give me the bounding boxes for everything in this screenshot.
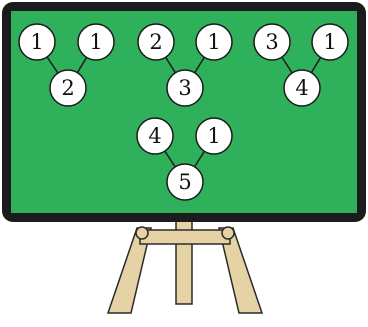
- tree-4-sum-value: 5: [178, 170, 191, 194]
- tree-1-left-value: 1: [30, 30, 43, 54]
- tree-3-right-value: 1: [323, 30, 336, 54]
- tree-1-sum-value: 2: [61, 76, 74, 100]
- easel: [108, 218, 262, 313]
- tree-2-left-value: 2: [149, 30, 162, 54]
- tree-4-left-value: 4: [148, 124, 161, 148]
- tree-2-sum-value: 3: [178, 76, 191, 100]
- easel-bolt-right: [222, 227, 234, 239]
- tree-3-left-value: 3: [265, 30, 278, 54]
- tree-3-sum-value: 4: [295, 76, 308, 100]
- tree-1-right-value: 1: [89, 30, 102, 54]
- tree-2-right-value: 1: [207, 30, 220, 54]
- easel-bolt-left: [136, 227, 148, 239]
- tree-4-right-value: 1: [207, 124, 220, 148]
- easel-crossbar: [140, 230, 230, 244]
